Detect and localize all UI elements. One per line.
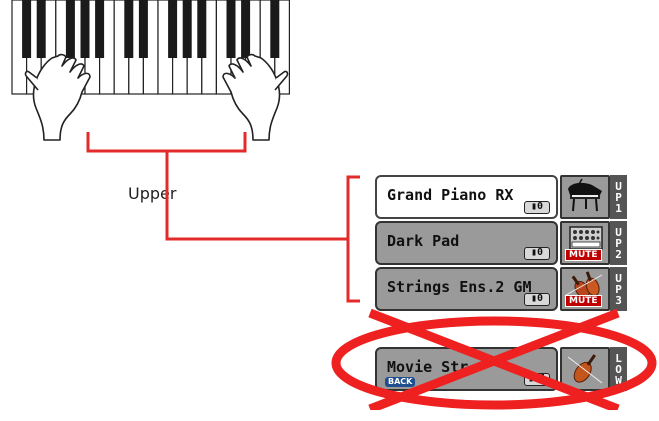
prohibited-cross-icon xyxy=(331,308,657,410)
violin-icon[interactable] xyxy=(560,347,610,391)
backing-badge: BACK xyxy=(385,377,416,387)
black-key xyxy=(182,0,192,58)
black-key xyxy=(80,0,90,58)
left-hand-icon xyxy=(24,53,91,141)
sound-name-up1: Grand Piano RX xyxy=(387,186,514,204)
sound-panel-up2[interactable]: Dark Pad ▮0 xyxy=(375,221,558,265)
sound-panel-up1[interactable]: Grand Piano RX ▮0 xyxy=(375,175,558,219)
black-key xyxy=(241,0,251,58)
black-key xyxy=(138,0,148,58)
sound-name-low: Movie Str xyxy=(387,358,469,376)
black-key xyxy=(65,0,75,58)
grand-piano-icon[interactable] xyxy=(560,175,610,219)
black-key xyxy=(168,0,178,58)
sound-name-up3: Strings Ens.2 GM xyxy=(387,278,532,296)
black-key xyxy=(270,0,280,58)
black-key xyxy=(197,0,207,58)
black-key xyxy=(36,0,46,58)
right-hand-icon xyxy=(222,53,289,141)
upper-connector-bracket xyxy=(165,150,360,303)
strings-icon[interactable]: MUTE xyxy=(560,267,610,311)
black-key xyxy=(95,0,105,58)
mute-badge-up3: MUTE xyxy=(565,295,602,307)
black-key xyxy=(124,0,134,58)
sound-name-up2: Dark Pad xyxy=(387,232,460,250)
sound-panel-up3[interactable]: Strings Ens.2 GM ▮0 xyxy=(375,267,558,311)
black-key xyxy=(22,0,32,58)
octave-indicator-up3: ▮0 xyxy=(524,293,550,306)
upper-label: Upper xyxy=(128,184,177,203)
synth-pad-icon[interactable]: MUTE xyxy=(560,221,610,265)
mute-badge-up2: MUTE xyxy=(565,249,602,261)
octave-indicator-up2: ▮0 xyxy=(524,247,550,260)
black-key xyxy=(226,0,236,58)
octave-indicator-up1: ▮0 xyxy=(524,201,550,214)
keyboard-illustration xyxy=(11,0,290,160)
